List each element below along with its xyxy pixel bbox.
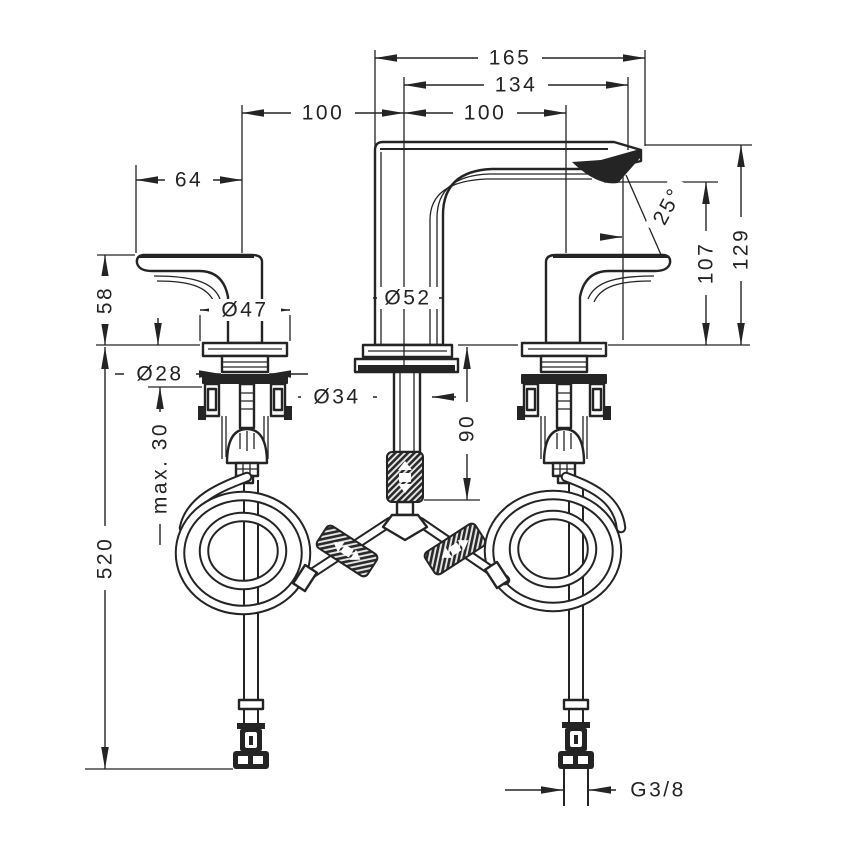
dim-hole-spacing-left-label: 100 <box>302 102 345 125</box>
left-hose-loop <box>174 471 312 616</box>
dim-shank-dia-label: Ø28 <box>136 363 183 386</box>
dim-handle-escutcheon-label: Ø47 <box>221 299 268 322</box>
right-handle-escutcheon <box>520 341 608 374</box>
y-split-piece <box>381 513 429 542</box>
right-handle-mounting <box>517 374 611 485</box>
dim-outlet-height-label: 107 <box>695 242 718 285</box>
extension-lines <box>85 50 752 770</box>
dim-handle-length-label: 64 <box>175 169 203 192</box>
dim-thread-label: G3/8 <box>630 779 686 802</box>
spout-shank <box>392 370 422 454</box>
right-handle <box>544 253 672 345</box>
spout-escutcheon <box>353 343 460 374</box>
left-inlet-fitting <box>233 698 269 769</box>
left-branch-connector <box>315 524 379 578</box>
connector-arrow-up-icon <box>398 461 412 470</box>
dim-hose-length-label: 520 <box>94 537 117 580</box>
spout-inner-curve <box>436 173 597 345</box>
right-inlet-fitting <box>558 698 594 806</box>
dimension-labels: 165 134 100 100 64 58 520 max. 30 Ø28 Ø4… <box>94 47 753 802</box>
dim-tap-hole-label: Ø34 <box>313 386 360 409</box>
dim-spout-height-label: 129 <box>730 228 753 271</box>
dim-spout-escutcheon-label: Ø52 <box>384 287 431 310</box>
dim-connection-depth-label: 90 <box>456 414 479 442</box>
left-handle-mounting <box>198 374 292 485</box>
dim-overall-width-label: 165 <box>489 47 532 70</box>
spout-body <box>373 140 643 347</box>
left-handle-escutcheon <box>201 341 289 374</box>
right-hose-collar <box>483 560 511 590</box>
right-thread-stub <box>563 769 589 806</box>
dim-handle-height-label: 58 <box>94 286 117 314</box>
dim-hole-spacing-right-label: 100 <box>464 102 507 125</box>
y-connector <box>381 451 429 542</box>
dim-spout-reach-label: 134 <box>495 74 538 97</box>
right-branch-connector <box>423 522 487 576</box>
left-hose-collar <box>291 563 319 593</box>
dim-max-thickness-label: max. 30 <box>149 422 172 514</box>
connector-arrow-down-icon <box>398 484 412 493</box>
angle-slant-line <box>625 174 663 258</box>
right-hose-loop <box>483 471 627 613</box>
